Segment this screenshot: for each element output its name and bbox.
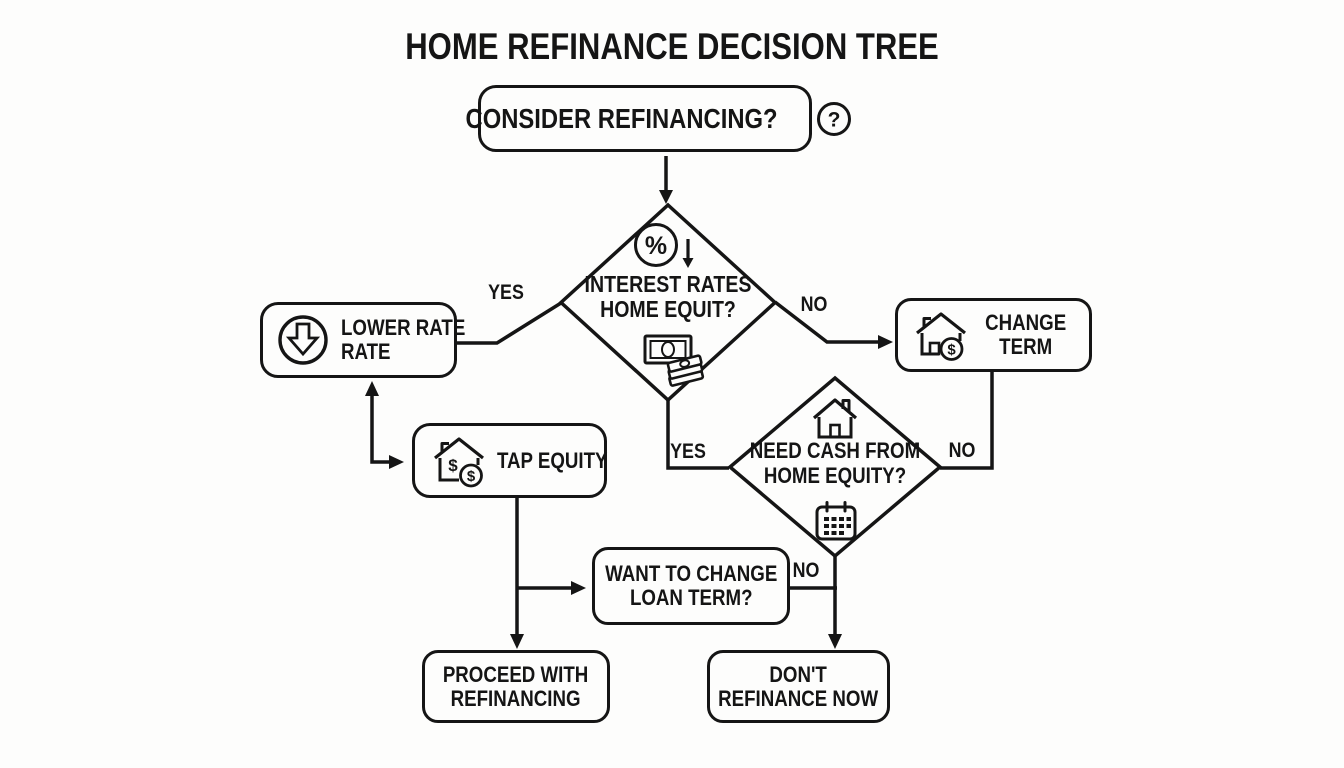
node-dont-refinance-now: DON'T REFINANCE NOW — [707, 650, 890, 723]
node-proceed-label: PROCEED WITH REFINANCING — [443, 661, 589, 711]
edge-cash-no-down — [828, 556, 842, 649]
lower-rate-line2: RATE — [341, 339, 391, 364]
node-tap-equity-label: TAP EQUITY — [497, 447, 608, 473]
svg-text:%: % — [645, 232, 667, 260]
edge-rates-yes — [452, 301, 562, 345]
svg-text:$: $ — [948, 342, 957, 359]
edge-label-cash-no-down: NO — [792, 559, 820, 582]
page-title: HOME REFINANCE DECISION TREE — [405, 26, 939, 67]
svg-text:?: ? — [828, 108, 841, 131]
edge-label-rates-no: NO — [800, 293, 828, 316]
edge-tap-branch-to-loan-term — [517, 581, 586, 595]
change-term-line1: CHANGE — [985, 310, 1067, 335]
node-consider-refinancing: CONSIDER REFINANCING? ? — [465, 85, 852, 152]
circled-down-arrow-icon — [276, 313, 330, 367]
loan-term-line2: LOAN TERM? — [629, 585, 753, 610]
node-change-term: $ CHANGE TERM — [895, 298, 1092, 372]
edge-tap-lower-connector — [365, 381, 404, 469]
node-lower-rate: LOWER RATE RATE — [260, 302, 465, 378]
node-proceed-with-refinancing: PROCEED WITH REFINANCING — [422, 650, 610, 723]
node-consider-refinancing-label: CONSIDER REFINANCING? — [465, 102, 778, 134]
cash-decision-text: NEED CASH FROM HOME EQUITY? — [743, 438, 927, 488]
cash-stack-icon — [642, 329, 708, 394]
proceed-line1: PROCEED WITH — [443, 661, 589, 687]
node-dont-refinance-label: DON'T REFINANCE NOW — [718, 661, 879, 711]
node-change-term-label: CHANGE TERM — [985, 311, 1066, 359]
loan-term-line1: WANT TO CHANGE — [604, 561, 778, 586]
rates-decision-diamond — [558, 202, 778, 403]
edge-start-to-rates — [659, 156, 673, 204]
node-lower-rate-label: LOWER RATE RATE — [341, 316, 465, 364]
edge-cash-no-to-change-term — [940, 371, 994, 470]
lower-rate-line1: LOWER RATE — [341, 315, 466, 340]
house-dollar-icon: $ $ — [430, 434, 488, 488]
edge-label-rates-yes: YES — [488, 281, 524, 304]
edge-label-cash-no-right: NO — [948, 439, 976, 462]
dont-refinance-line2: REFINANCE NOW — [718, 685, 879, 711]
svg-text:$: $ — [448, 456, 458, 475]
calendar-icon — [814, 500, 858, 547]
rates-decision-line2: HOME EQUIT? — [600, 296, 736, 322]
cash-decision-diamond — [727, 375, 943, 559]
node-want-change-loan-term: WANT TO CHANGE LOAN TERM? — [592, 547, 790, 625]
change-term-line2: TERM — [999, 334, 1053, 359]
percent-down-icon: % — [628, 219, 706, 280]
edge-tap-to-proceed — [510, 498, 524, 649]
house-dollar-icon: $ — [913, 309, 969, 361]
edge-rates-no — [773, 300, 893, 349]
help-circle-icon: ? — [816, 101, 852, 137]
proceed-line2: REFINANCING — [451, 685, 581, 711]
svg-text:$: $ — [467, 468, 476, 485]
node-want-change-loan-term-label: WANT TO CHANGE LOAN TERM? — [605, 562, 777, 610]
edge-label-cash-yes: YES — [670, 440, 706, 463]
rates-decision-line1: INTEREST RATES — [584, 271, 752, 297]
edge-rates-to-cash — [666, 400, 729, 470]
dont-refinance-line1: DON'T — [769, 661, 828, 687]
cash-decision-line2: HOME EQUITY? — [763, 463, 907, 488]
cash-decision-line1: NEED CASH FROM — [749, 438, 921, 463]
node-tap-equity: $ $ TAP EQUITY — [412, 423, 607, 498]
house-icon — [811, 396, 859, 445]
rates-decision-text: INTEREST RATES HOME EQUIT? — [575, 272, 762, 322]
